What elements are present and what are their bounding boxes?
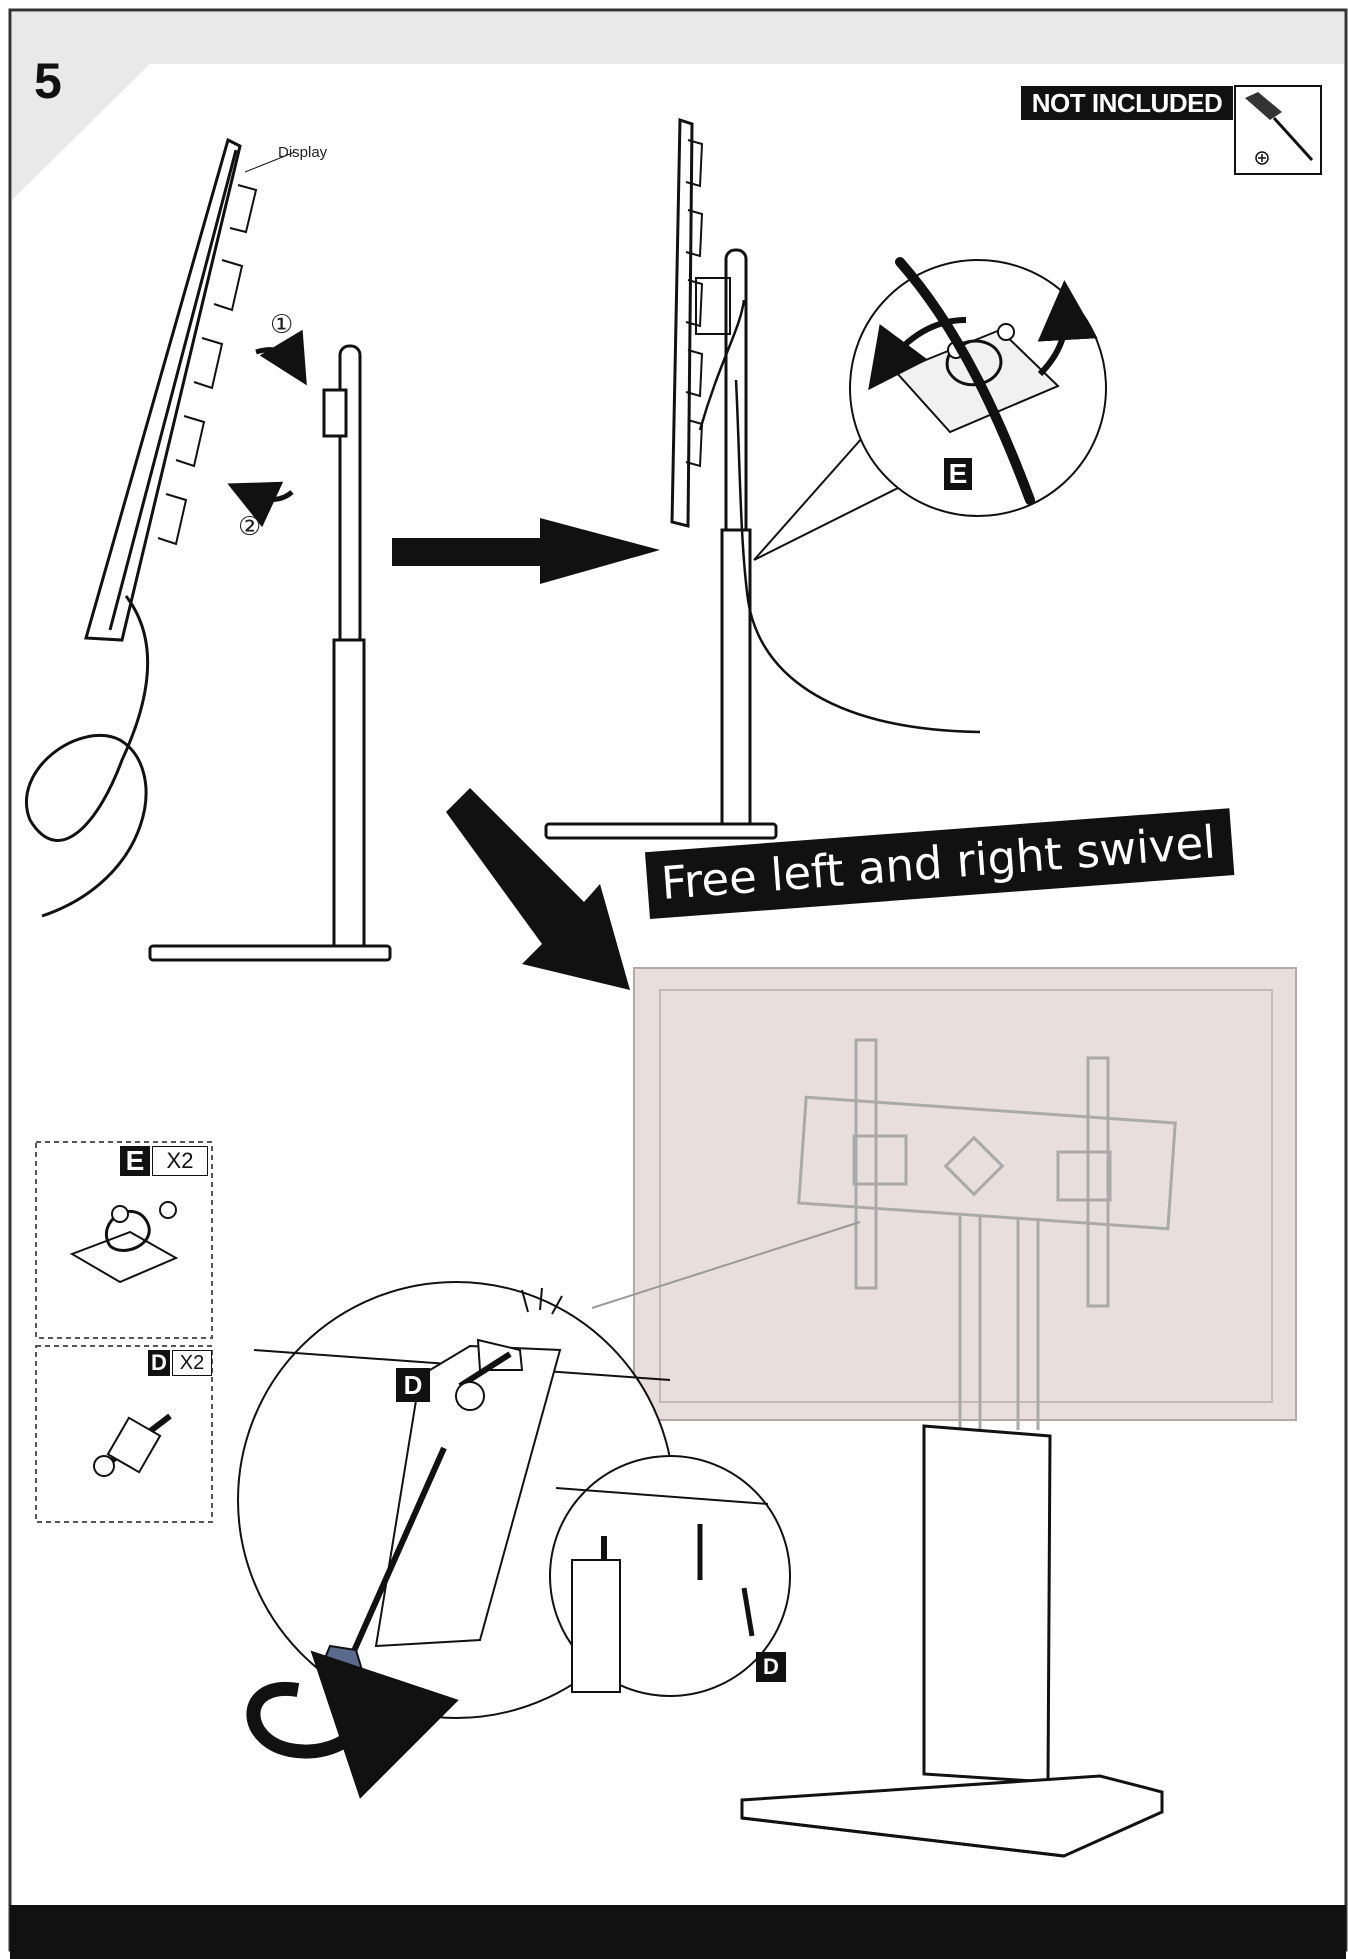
display-panel-tilted [84, 137, 296, 642]
floor-stand-left [148, 344, 392, 962]
part-d-tag-detail: D [756, 1652, 786, 1682]
part-d-tag: D [148, 1350, 170, 1376]
step-marker-1: ① [270, 310, 294, 340]
not-included-label: NOT INCLUDED [1021, 86, 1233, 120]
parts-box-e [35, 1141, 213, 1339]
display-label: Display [278, 144, 328, 161]
step-number: 5 [34, 53, 62, 109]
display-panel-mounted [670, 117, 704, 528]
arrow-right [392, 518, 660, 584]
routed-cable [698, 299, 981, 734]
tv-back-panel [633, 967, 1297, 1430]
step-marker-2: ② [238, 512, 262, 542]
swivel-stand [740, 1424, 1164, 1858]
rotation-arrows [227, 329, 307, 528]
arrow-down-right [446, 788, 630, 990]
screwdriver-icon [1234, 85, 1322, 175]
part-e-tag: E [120, 1146, 150, 1176]
part-e-quantity: X2 [152, 1146, 208, 1176]
bolt-part-icon [93, 1413, 172, 1477]
cable-clip-zoom-callout [753, 257, 1107, 561]
part-e-tag-zoom: E [944, 458, 972, 490]
display-cable [25, 595, 150, 918]
parts-box-d [35, 1345, 213, 1523]
part-d-quantity: X2 [172, 1350, 212, 1376]
cable-clip-part-icon [69, 1201, 179, 1284]
bracket-detail-zoom [549, 1455, 791, 1697]
part-d-tag-zoom: D [396, 1368, 430, 1402]
footer-bar [10, 1905, 1346, 1959]
